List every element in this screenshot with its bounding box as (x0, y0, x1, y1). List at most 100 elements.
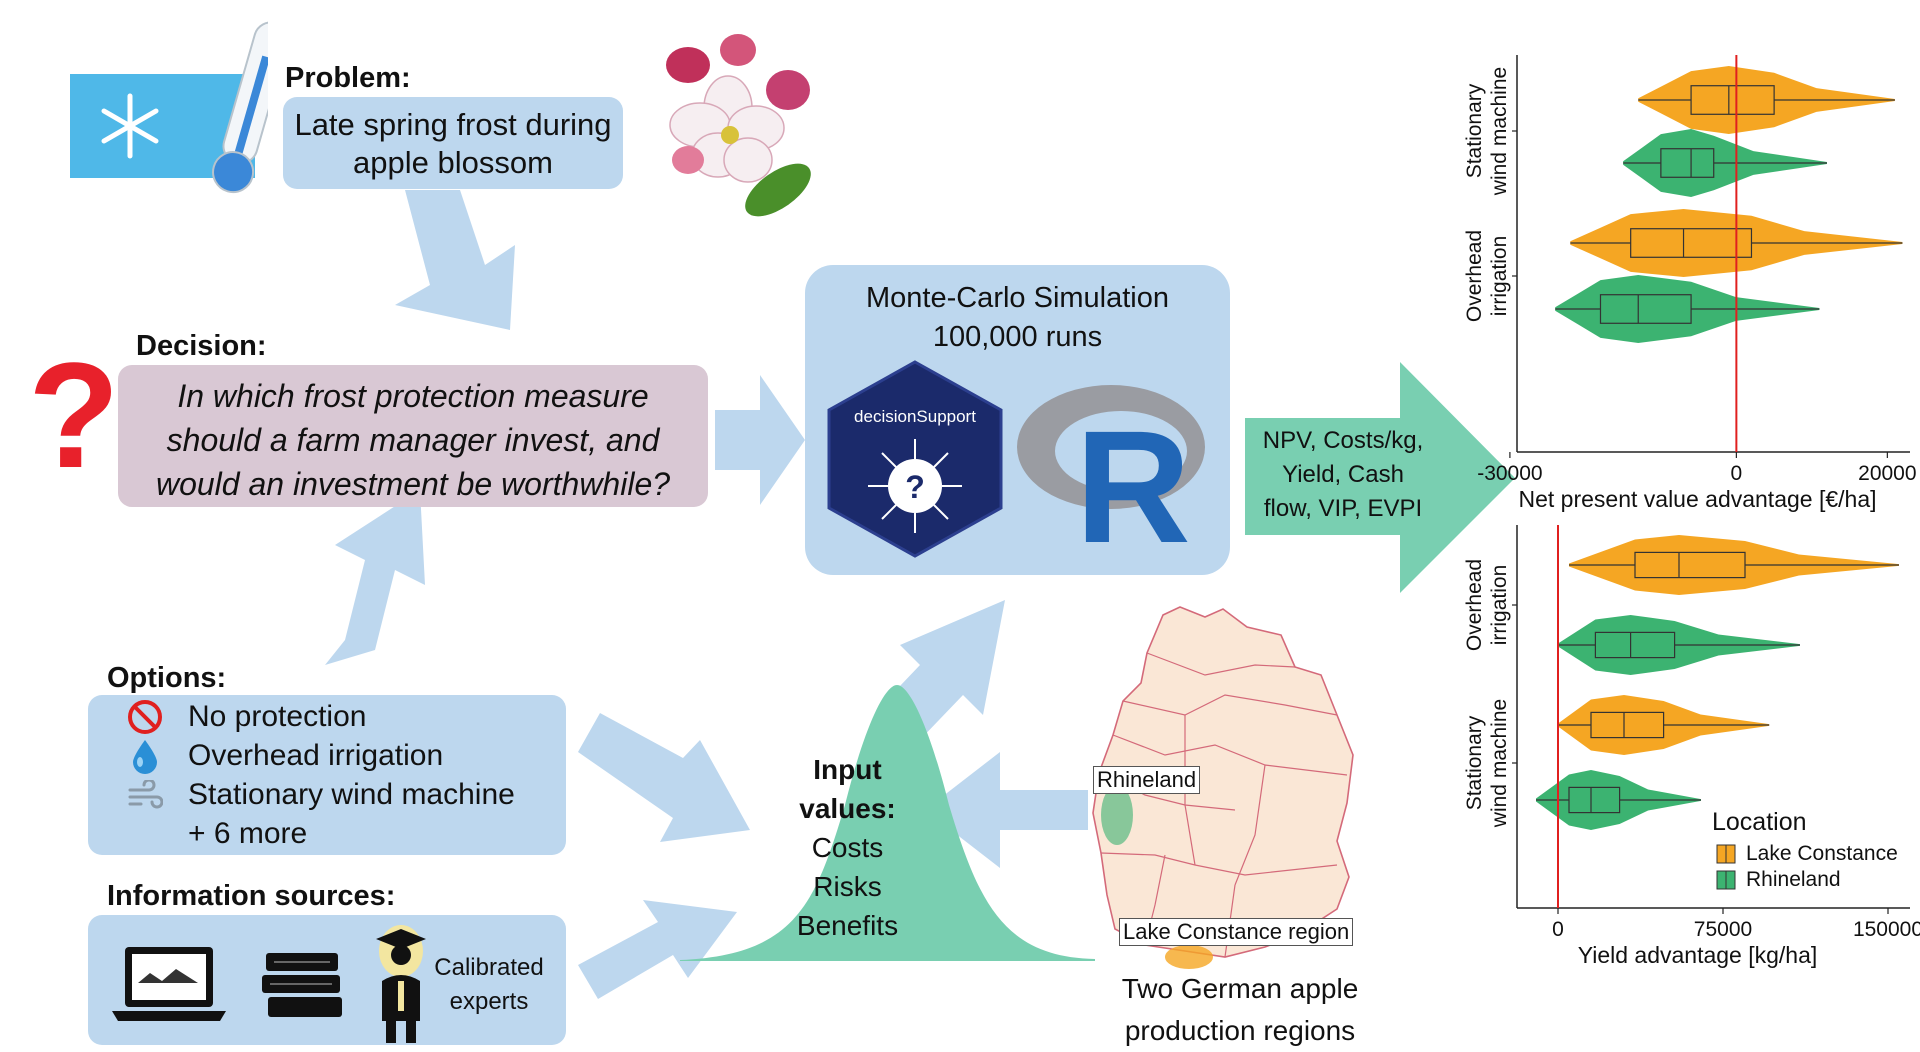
lake-constance-region (1165, 945, 1213, 969)
decision-heading: Decision: (136, 330, 267, 362)
map-caption-line2: production regions (1124, 1015, 1356, 1046)
input-values-line2: values: (799, 793, 896, 824)
outputs-line3: flow, VIP, EVPI (1263, 495, 1423, 522)
x-tick-label: 75000 (1694, 918, 1752, 941)
problem-text-line2: apple blossom (353, 145, 553, 180)
box (1599, 294, 1692, 324)
apple-blossom-image (628, 20, 828, 230)
x-axis-label: Yield advantage [kg/ha] (1578, 942, 1818, 968)
input-item: Benefits (796, 910, 899, 941)
arrow-options-to-decision (325, 490, 425, 665)
decision-line1: In which frost protection measure (177, 378, 649, 414)
y-category-label: Stationary (1463, 715, 1486, 810)
experts-line2: experts (449, 988, 529, 1015)
thermometer-icon (68, 16, 290, 206)
box (1630, 228, 1753, 258)
hex-symbol: ? (905, 469, 925, 505)
legend-label: Lake Constance (1746, 842, 1898, 865)
x-tick-label: 0 (1731, 462, 1743, 485)
violin-rhineland (1536, 770, 1701, 830)
arrow-map-to-input (925, 752, 1088, 868)
germany-map (1092, 606, 1354, 969)
box (1690, 85, 1775, 115)
legend-label: Rhineland (1746, 868, 1841, 891)
input-item: Risks (813, 871, 882, 902)
y-category-label: wind machine (1488, 699, 1511, 828)
arrow-simulation-to-output (1245, 362, 1515, 593)
x-tick-label: 150000 (1853, 918, 1920, 941)
input-values: Input values: Costs Risks Benefits (770, 750, 925, 945)
violin-lake-constance (1569, 535, 1899, 595)
option-label: Stationary wind machine (188, 777, 515, 811)
violin-rhineland (1555, 275, 1820, 343)
decision-box: In which frost protection measure should… (118, 365, 708, 507)
info-sources-box: Calibrated experts (88, 915, 566, 1045)
option-overhead-irrigation: Overhead irrigation (120, 736, 515, 775)
y-category-label: Overhead (1463, 230, 1486, 322)
y-category-label: wind machine (1488, 67, 1511, 196)
question-mark: ? (28, 331, 120, 499)
r-logo: R (1017, 385, 1205, 547)
legend-item-lake-constance: Lake Constance (1716, 841, 1898, 867)
books-icon (262, 953, 342, 1017)
option-more: + 6 more (120, 814, 515, 853)
box (1594, 631, 1676, 659)
box (1590, 711, 1665, 739)
decision-line2: should a farm manager invest, and (166, 422, 660, 458)
arrow-decision-to-simulation (715, 375, 805, 505)
lake-constance-label: Lake Constance region (1119, 918, 1354, 946)
option-label: Overhead irrigation (188, 738, 444, 772)
arrow-problem-to-decision (395, 190, 515, 330)
outputs-text: NPV, Costs/kg, Yield, Cash flow, VIP, EV… (1243, 424, 1443, 526)
simulation-title-line2: 100,000 runs (932, 321, 1103, 353)
box (1568, 786, 1621, 814)
y-category-label: irrigation (1488, 565, 1511, 646)
arrow-info-to-input (578, 900, 737, 999)
x-tick-label: 20000 (1858, 462, 1916, 485)
option-label: No protection (188, 699, 367, 733)
arrow-options-to-input (578, 713, 750, 842)
problem-text-line1: Late spring frost during (294, 107, 612, 142)
input-distribution-curve (680, 685, 1095, 961)
y-category-label: Stationary (1463, 83, 1486, 178)
x-tick-label: 0 (1552, 918, 1564, 941)
graduate-icon (376, 925, 426, 1043)
x-tick-label: -30000 (1477, 462, 1542, 485)
options-box: No protection Overhead irrigation Statio… (88, 695, 566, 855)
simulation-box: Monte-Carlo Simulation 100,000 runs deci… (805, 265, 1230, 575)
experts-line1: Calibrated (434, 954, 544, 981)
decisionsupport-logo: decisionSupport ? (827, 360, 1003, 558)
option-wind-machine: Stationary wind machine (120, 775, 515, 814)
chart-legend: Location Lake Constance Rhineland (1712, 808, 1898, 893)
legend-item-rhineland: Rhineland (1716, 867, 1898, 893)
y-category-label: Overhead (1463, 559, 1486, 651)
option-no-protection: No protection (120, 697, 515, 736)
laptop-icon (112, 947, 226, 1021)
rhineland-region (1101, 785, 1133, 845)
box (1634, 551, 1746, 579)
water-drop-icon (133, 739, 157, 774)
y-category-label: irrigation (1488, 236, 1511, 317)
outputs-line2: Yield, Cash (1282, 461, 1404, 488)
outputs-line1: NPV, Costs/kg, (1262, 427, 1424, 454)
problem-heading: Problem: (285, 62, 411, 94)
legend-title: Location (1712, 808, 1807, 836)
no-entry-icon (128, 699, 162, 734)
legend-swatch-rhineland (1716, 870, 1736, 890)
map-caption-line1: Two German apple (1121, 973, 1359, 1004)
options-heading: Options: (107, 662, 227, 694)
legend-swatch-lake (1716, 844, 1736, 864)
decision-line3: would an investment be worthwhile? (155, 466, 671, 502)
input-values-line1: Input (813, 754, 882, 785)
rhineland-label: Rhineland (1093, 766, 1201, 794)
box (1660, 148, 1715, 178)
hex-label: decisionSupport (854, 407, 976, 426)
info-sources-heading: Information sources: (107, 880, 396, 912)
map-caption: Two German apple production regions (1090, 968, 1390, 1052)
r-letter: R (1075, 397, 1191, 547)
